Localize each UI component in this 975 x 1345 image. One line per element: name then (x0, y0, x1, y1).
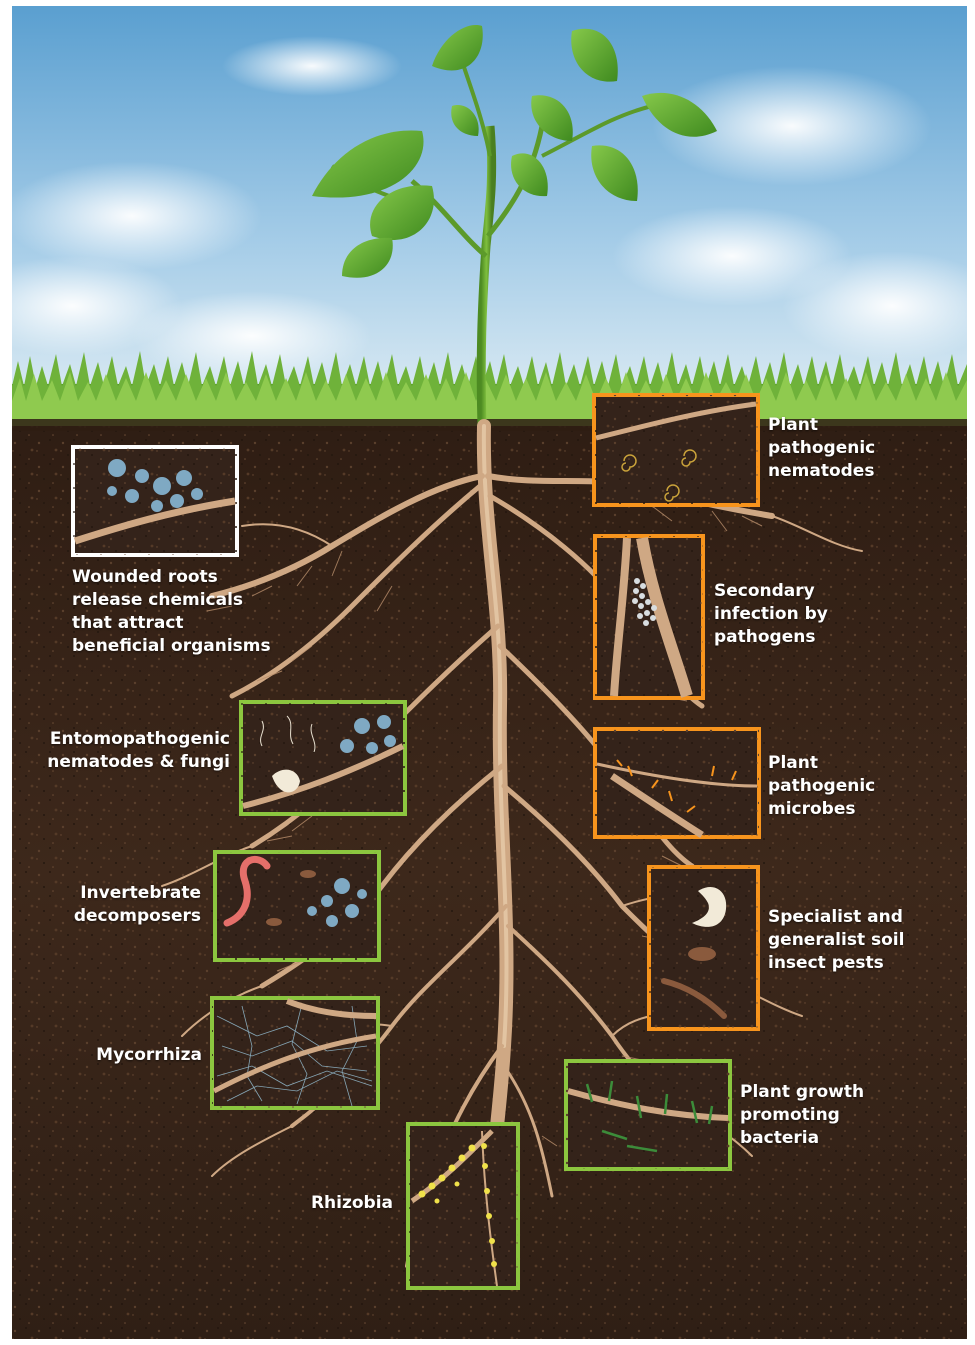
callout-secondary-infection (595, 536, 703, 698)
label-mycorrhiza: Mycorrhiza (12, 1044, 202, 1067)
label-rhizobia: Rhizobia (212, 1192, 393, 1215)
label-growth-promoting-bacteria: Plant growth promoting bacteria (740, 1081, 864, 1150)
label-wounded-roots: Wounded roots release chemicals that att… (72, 566, 271, 658)
callout-rhizobia (408, 1124, 518, 1288)
callout-mycorrhiza (212, 998, 378, 1108)
callout-entomopathogenic (241, 702, 405, 814)
label-invertebrate-decomposers: Invertebrate decomposers (12, 882, 201, 928)
callout-plant-pathogenic-nematodes (594, 395, 758, 505)
callout-insect-pests (649, 867, 758, 1029)
callout-wounded-roots (73, 447, 237, 555)
soil-food-web-diagram: Wounded roots release chemicals that att… (12, 6, 967, 1339)
label-plant-pathogenic-microbes: Plant pathogenic microbes (768, 752, 875, 821)
label-insect-pests: Specialist and generalist soil insect pe… (768, 906, 904, 975)
label-secondary-infection: Secondary infection by pathogens (714, 580, 828, 649)
callout-invertebrate-decomposers (215, 852, 379, 960)
woodlouse-icon (266, 918, 282, 926)
label-plant-pathogenic-nematodes: Plant pathogenic nematodes (768, 414, 875, 483)
callout-growth-promoting-bacteria (566, 1061, 730, 1169)
pupa-icon (688, 947, 716, 961)
callout-plant-pathogenic-microbes (595, 729, 759, 837)
woodlouse-icon (300, 870, 316, 878)
label-entomopathogenic: Entomopathogenic nematodes & fungi (12, 728, 230, 774)
